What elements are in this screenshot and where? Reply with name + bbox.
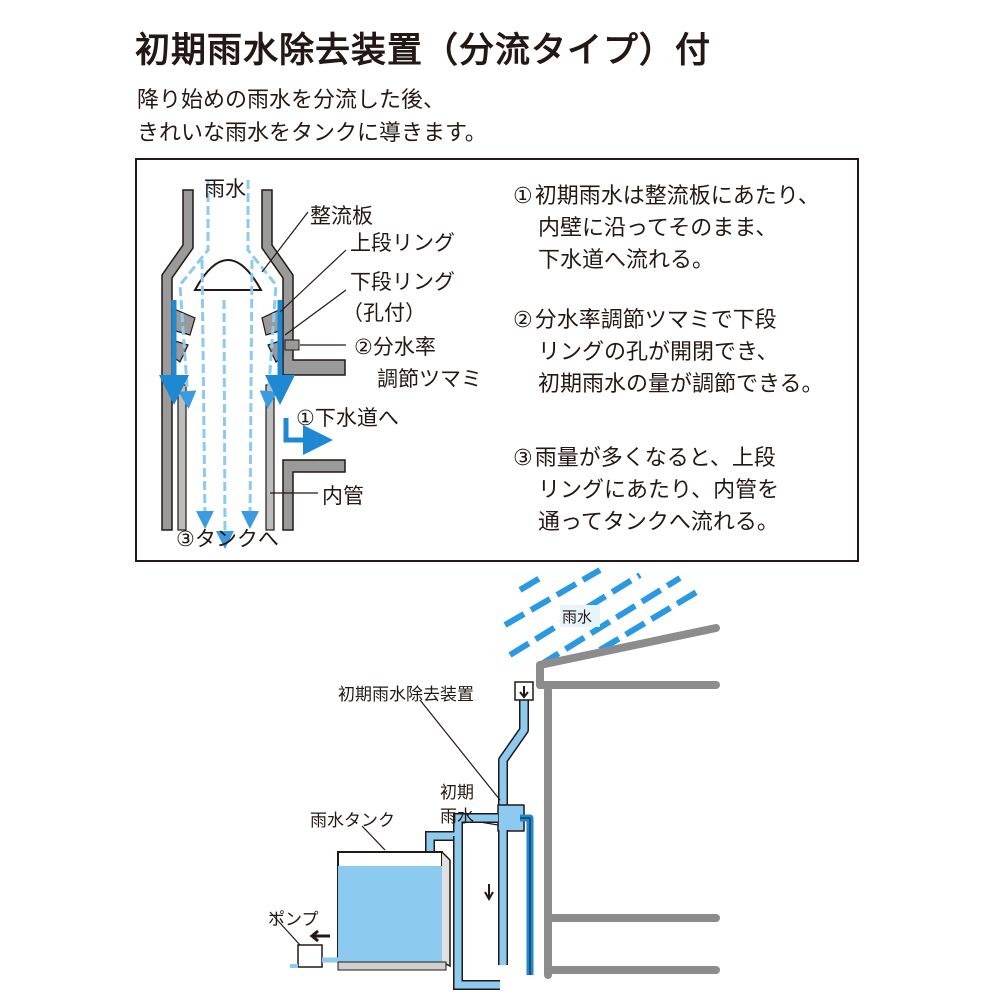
label-knob-line2: 調節ツマミ <box>377 367 482 391</box>
step-2-number: ② <box>513 308 533 333</box>
label-rain: 雨水 <box>204 177 246 201</box>
label-inner-pipe: 内管 <box>322 484 364 508</box>
installation-label-first-flush-1: 初期 <box>440 783 474 803</box>
subtitle-line-1: 降り始めの雨水を分流した後、 <box>137 88 446 113</box>
installation-label-rain: 雨水 <box>562 608 593 626</box>
device-outer-wall <box>161 189 346 531</box>
label-to-tank: ③タンクへ <box>176 527 279 551</box>
label-to-sewer: ①下水道へ <box>296 406 399 430</box>
sewer-flow-arrows <box>159 300 333 455</box>
step-3-line-3: 通ってタンクへ流れる。 <box>538 510 779 535</box>
device-diagram-frame <box>135 158 859 562</box>
label-knob-line1: ②分水率 <box>354 335 436 359</box>
rain-tank <box>337 851 451 971</box>
downpipe <box>497 700 534 975</box>
installation-label-pump: ポンプ <box>268 910 319 930</box>
step-2-line-3: 初期雨水の量が調節できる。 <box>538 372 824 397</box>
label-lower-ring-note: （孔付） <box>342 301 426 325</box>
step-1-line-2: 内壁に沿ってそのまま、 <box>538 216 778 241</box>
page-title: 初期雨水除去装置（分流タイプ）付 <box>135 31 712 71</box>
installation-label-first-flush-2: 雨水 <box>440 807 474 827</box>
step-1-line-1: 初期雨水は整流板にあたり、 <box>534 184 820 209</box>
installation-label-tank: 雨水タンク <box>310 811 395 831</box>
label-upper-ring: 上段リング <box>350 231 455 255</box>
device-down-arrow <box>519 686 529 699</box>
label-lower-ring: 下段リング <box>350 270 455 294</box>
step-2-line-1: 分水率調節ツマミで下段 <box>534 308 777 333</box>
step-3: ③雨量が多くなると、上段 リングにあたり、内管を 通ってタンクへ流れる。 <box>513 443 779 539</box>
label-baffle: 整流板 <box>310 204 373 228</box>
subtitle-line-2: きれいな雨水をタンクに導きます。 <box>137 121 487 146</box>
knob <box>284 339 300 351</box>
overflow-down-arrow <box>484 884 494 902</box>
installation-leader-lines <box>269 699 501 946</box>
tank-inlet-pipe <box>425 813 500 990</box>
step-1-line-3: 下水道へ流れる。 <box>538 248 715 273</box>
building <box>536 624 720 979</box>
pump <box>290 929 338 968</box>
leader-lines <box>261 211 347 494</box>
step-3-line-2: リングにあたり、内管を <box>538 478 780 503</box>
installation-label-device: 初期雨水除去装置 <box>338 685 474 705</box>
step-2: ②分水率調節ツマミで下段 リングの孔が開閉でき、 初期雨水の量が調節できる。 <box>513 305 824 401</box>
page-subtitle: 降り始めの雨水を分流した後、 きれいな雨水をタンクに導きます。 <box>137 84 487 150</box>
rain-label-box <box>560 605 600 627</box>
step-1: ①初期雨水は整流板にあたり、 内壁に沿ってそのまま、 下水道へ流れる。 <box>513 181 820 277</box>
flow-arrows <box>178 180 278 549</box>
step-3-line-1: 雨量が多くなると、上段 <box>534 446 776 471</box>
step-3-number: ③ <box>513 446 533 471</box>
step-2-line-2: リングの孔が開閉でき、 <box>538 340 779 365</box>
step-1-number: ① <box>513 184 533 209</box>
